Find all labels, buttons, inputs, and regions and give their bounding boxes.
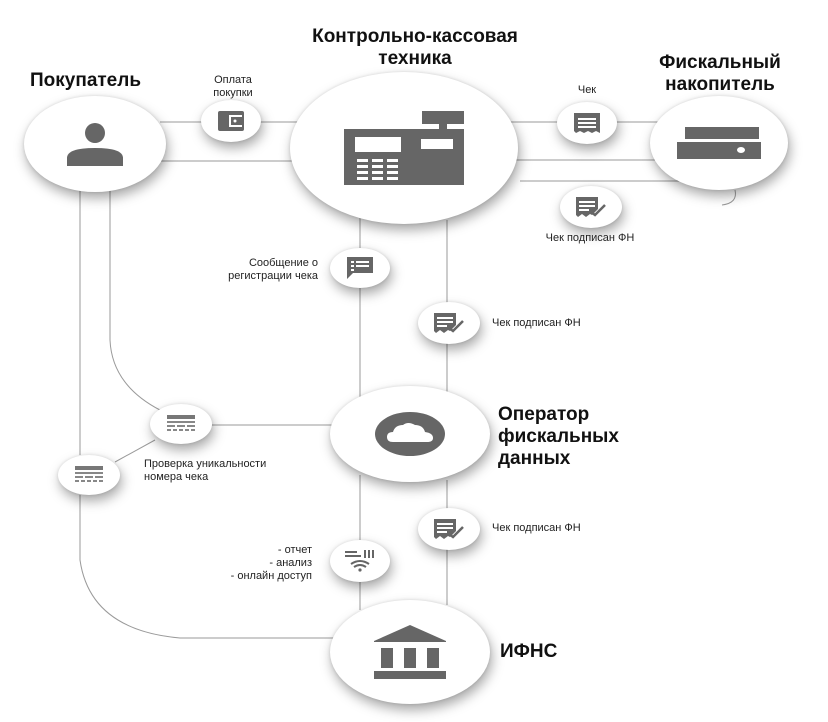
line-fn-hook [721, 189, 736, 206]
signed-receipt-icon [434, 313, 464, 333]
registration-msg-line2: регистрации чека [228, 270, 318, 282]
receipt-icon [574, 113, 600, 133]
ofd-node[interactable] [330, 386, 490, 482]
payment-node[interactable] [201, 100, 261, 142]
signed-fn-low-node[interactable] [418, 508, 480, 550]
kkt-title-line2: техника [378, 48, 452, 69]
fn-title: Фискальный накопитель [640, 52, 800, 96]
buyer-node[interactable] [24, 96, 166, 192]
government-building-icon [374, 625, 446, 679]
buyer-title: Покупатель [30, 70, 142, 91]
ifns-node[interactable] [330, 600, 490, 704]
reports-label: - отчет - анализ - онлайн доступ [220, 544, 312, 583]
table-icon [167, 415, 195, 431]
wallet-icon [218, 111, 244, 131]
signed-fn-mid-node[interactable] [418, 302, 480, 344]
reports-line3: - онлайн доступ [230, 570, 312, 582]
reports-node[interactable] [330, 540, 390, 582]
payment-label-line1: Оплата [214, 74, 252, 86]
ifns-title: ИФНС [500, 641, 558, 662]
fn-title-line1: Фискальный [659, 52, 781, 73]
signed-fn-mid-label: Чек подписан ФН [492, 317, 581, 329]
registration-msg-node[interactable] [330, 248, 390, 288]
line-check-check [114, 439, 156, 463]
fn-title-line2: накопитель [665, 74, 775, 95]
uniqueness-check-node-2[interactable] [58, 455, 120, 495]
payment-label: Оплата покупки [198, 74, 268, 100]
ofd-title-line1: Оператор [498, 404, 590, 425]
uniqueness-check-line1: Проверка уникальности [144, 458, 267, 470]
line-buyer-ofd-curve [109, 190, 161, 411]
reports-line2: - анализ [269, 557, 312, 569]
signed-fn-top-label: Чек подписан ФН [545, 232, 635, 244]
analytics-wifi-icon [345, 550, 374, 572]
person-icon [67, 123, 123, 166]
ofd-title-line3: данных [498, 448, 571, 469]
signed-fn-top-node[interactable] [560, 186, 622, 228]
signed-receipt-icon [576, 197, 606, 217]
receipt-node[interactable] [557, 102, 617, 144]
cloud-icon [375, 412, 445, 456]
fiscal-drive-icon [677, 127, 761, 159]
cash-register-icon [344, 111, 464, 185]
uniqueness-check-label: Проверка уникальности номера чека [144, 458, 324, 484]
signed-fn-low-label: Чек подписан ФН [492, 522, 581, 534]
uniqueness-check-node-1[interactable] [150, 404, 212, 444]
ofd-title: Оператор фискальных данных [498, 404, 658, 470]
registration-msg-label: Сообщение о регистрации чека [196, 257, 318, 283]
uniqueness-check-line2: номера чека [144, 471, 209, 483]
kkt-node[interactable] [290, 72, 518, 224]
registration-msg-line1: Сообщение о [248, 257, 318, 269]
payment-label-line2: покупки [213, 87, 253, 99]
message-icon [347, 257, 373, 279]
signed-receipt-icon [434, 519, 464, 539]
fn-node[interactable] [650, 96, 788, 190]
receipt-label: Чек [577, 84, 597, 96]
kkt-title-line1: Контрольно-кассовая [312, 26, 518, 47]
line-buyer-ifns-curve [79, 495, 335, 639]
table-icon [75, 466, 103, 482]
reports-line1: - отчет [277, 544, 312, 556]
kkt-title: Контрольно-кассовая техника [270, 26, 560, 70]
ofd-title-line2: фискальных [498, 426, 619, 447]
